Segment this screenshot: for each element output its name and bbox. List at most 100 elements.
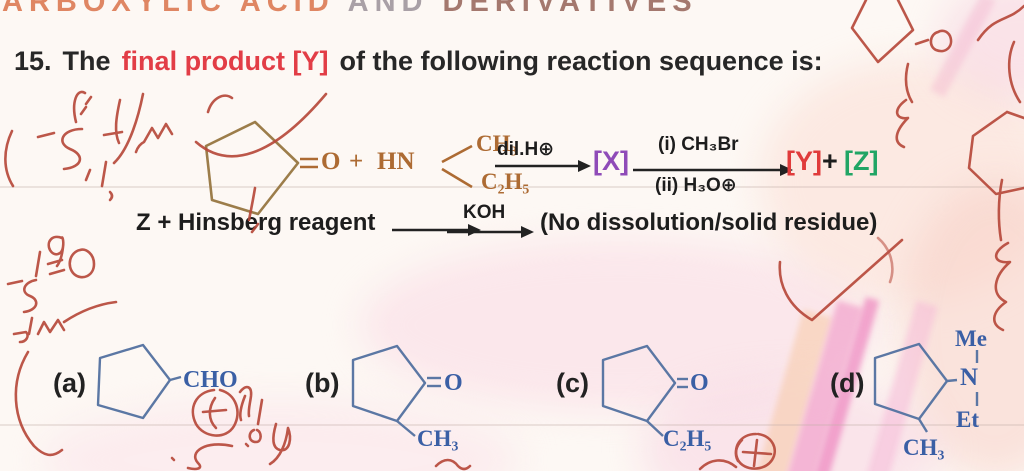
scribble-ticks	[79, 95, 93, 116]
scribble-stroke	[100, 160, 108, 188]
option-a-bond	[169, 375, 182, 382]
option-d-methyl-label: CH₃	[903, 435, 945, 460]
plus-sign: +	[822, 146, 838, 176]
question-tail: of the following reaction sequence is:	[339, 46, 823, 76]
koh-label: KOH	[463, 202, 506, 223]
scribble-circled-plus	[734, 438, 744, 463]
scribble-dash	[62, 300, 118, 324]
scribble-arc	[206, 94, 234, 114]
option-c-ethyl-label: C₂H₅	[663, 426, 712, 451]
scribble-circled-theta	[191, 388, 239, 437]
page-rule	[0, 424, 1024, 426]
n-bond-upper	[441, 144, 473, 164]
chapter-header-segment: DERIVATIVES	[442, 0, 698, 18]
scribble-dash	[6, 279, 24, 286]
intermediate-x-label: [X]	[593, 146, 629, 176]
option-c-label: (c)	[556, 368, 589, 398]
scribble-comma	[84, 168, 92, 182]
scribble-w-squiggle	[134, 122, 174, 154]
option-d-me-label: Me	[955, 326, 987, 351]
option-a-cho-label: CHO	[183, 367, 238, 393]
option-b-methyl-label: CH₃	[417, 426, 459, 451]
product-y-label: [Y]	[786, 146, 822, 176]
scribble-paren	[4, 129, 15, 188]
hinsberg-lhs-text: Z + Hinsberg reagent	[136, 209, 376, 236]
scribble-check-mark	[778, 238, 904, 322]
scribble-hook	[72, 90, 87, 124]
arrowhead	[468, 224, 481, 236]
arrowhead	[578, 160, 591, 172]
scribble-eta	[238, 385, 253, 422]
scribble-stroke	[114, 98, 122, 145]
scribble-s-shape	[186, 443, 234, 471]
scribble-ring-sketch	[850, 0, 915, 64]
question-number: 15.	[14, 46, 52, 76]
scribble-stroke	[247, 186, 260, 234]
scribble-dots	[170, 442, 250, 462]
scribble-stroke	[34, 250, 42, 278]
scribble-theta-bar	[201, 408, 228, 414]
scribble-stroke	[12, 330, 29, 344]
scribble-tall-curve	[14, 350, 64, 457]
option-a-label: (a)	[53, 368, 86, 398]
watermark-wash	[360, 240, 880, 410]
chapter-header-segment: AND	[334, 0, 443, 18]
question-lead: The	[62, 46, 111, 76]
scribble-squiggle	[993, 241, 1012, 332]
scribble-squiggle	[434, 458, 472, 471]
option-b-ring	[351, 344, 427, 423]
option-d-n-label: N	[960, 364, 979, 391]
scribble-swoosh-through-ring	[194, 92, 328, 158]
n-bond-lower	[441, 167, 473, 189]
scribble-stroke	[997, 178, 1004, 242]
scribble-s-shape	[61, 127, 84, 171]
scribble-oxygen-circle	[929, 29, 953, 53]
option-a-ring	[96, 343, 172, 420]
step-ii-label: (ii) H₃O⊕	[655, 175, 737, 196]
scribble-s-shape	[22, 278, 38, 314]
option-b-label: (b)	[305, 368, 340, 398]
scribble-y	[268, 422, 292, 466]
question-highlight: final product [Y]	[121, 46, 329, 76]
option-d-substituent-bond	[917, 418, 929, 433]
scribble-squiggle	[895, 98, 910, 149]
step-i-label: (i) CH₃Br	[658, 134, 739, 155]
option-d-n-bond	[946, 378, 958, 383]
scribble-plus-cross	[741, 438, 773, 468]
result-text: (No dissolution/solid residue)	[540, 209, 878, 236]
option-d-et-label: Et	[956, 407, 979, 432]
option-d-label: (d)	[830, 368, 865, 398]
scribble-stroke	[112, 92, 145, 165]
n-ethyl-label: C₂H₅	[481, 169, 530, 194]
option-c-ring	[601, 344, 677, 423]
scribble-double-bond	[46, 258, 66, 276]
amine-hn-label: HN	[377, 148, 415, 175]
chapter-header: ARBOXYLIC ACID AND DERIVATIVES	[2, 0, 698, 19]
chapter-header-segment: ARBOXYLIC ACID	[2, 0, 335, 18]
scribble-double-bond	[914, 38, 930, 46]
arrowhead	[780, 164, 793, 176]
scribble-comma	[108, 190, 114, 202]
scribble-a-shape	[47, 235, 65, 268]
scribble-dash	[36, 131, 56, 139]
scribble-stroke	[1007, 40, 1022, 104]
dil-acid-label: dil.H⊕	[497, 139, 555, 160]
plus-sign: +	[349, 148, 364, 175]
scribble-stroke	[27, 316, 34, 336]
scribble-oxygen-circle	[68, 248, 96, 279]
scribble-dash	[102, 130, 124, 137]
option-b-oxygen-label: O	[444, 370, 463, 396]
scribble-o	[248, 428, 262, 444]
carbonyl-oxygen-label: O	[321, 148, 341, 175]
option-c-substituent-bond	[646, 420, 664, 437]
scribble-hexagon-sketch	[967, 110, 1024, 196]
option-b-substituent-bond	[396, 420, 416, 437]
scribble-stroke	[904, 62, 914, 104]
option-d-ring	[873, 342, 949, 421]
product-z-label: [Z]	[844, 146, 879, 176]
option-c-oxygen-label: O	[690, 370, 709, 396]
cyclopentanone-ring	[204, 120, 300, 216]
arrowhead	[521, 226, 534, 238]
